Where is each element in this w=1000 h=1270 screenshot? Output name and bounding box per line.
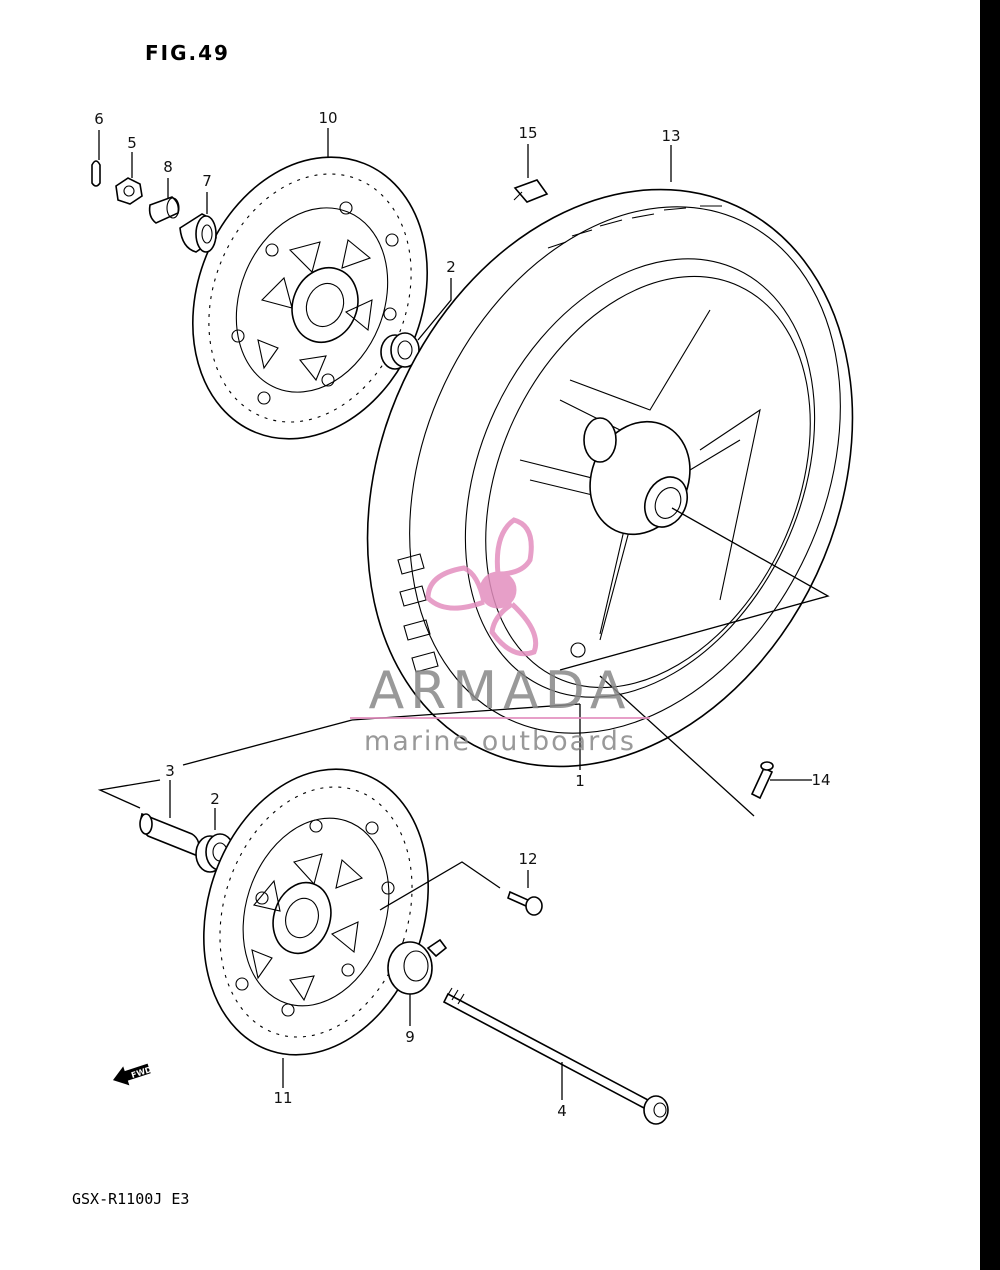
cotter-pin-6 [91, 160, 101, 187]
callout-labels: 1 2 2 3 4 5 6 7 8 9 10 11 12 13 14 15 [94, 109, 830, 1120]
callout-2-lower: 2 [210, 790, 220, 808]
callout-6: 6 [94, 110, 104, 128]
callout-4: 4 [557, 1102, 567, 1120]
axle-4 [442, 987, 669, 1125]
callout-8: 8 [163, 158, 173, 176]
spacer-3 [139, 812, 200, 858]
callout-9: 9 [405, 1028, 415, 1046]
callout-5: 5 [127, 134, 137, 152]
callout-1: 1 [575, 772, 585, 790]
figure-title: FIG.49 [145, 41, 230, 65]
watermark: ARMADA marine outboards [350, 517, 650, 757]
callout-2-upper: 2 [446, 258, 456, 276]
callout-11: 11 [273, 1089, 292, 1107]
bolt-12 [507, 890, 543, 916]
valve-14 [750, 761, 774, 800]
fwd-arrow-icon: FWD [112, 1063, 153, 1086]
watermark-logo-icon [425, 517, 539, 657]
callout-10: 10 [318, 109, 337, 127]
callout-14: 14 [811, 771, 830, 789]
dust-seal-7 [179, 213, 217, 253]
nut-5 [115, 177, 143, 205]
bearing-2-upper [380, 332, 420, 370]
callout-12: 12 [518, 850, 537, 868]
collar-8 [148, 196, 180, 224]
brake-disc-lower [203, 768, 429, 1056]
model-code: GSX-R1100J E3 [72, 1190, 189, 1208]
leader-lines [97, 128, 830, 1100]
right-border-bar [980, 0, 1000, 1270]
callout-3: 3 [165, 762, 175, 780]
clamp-15 [513, 179, 549, 203]
callout-13: 13 [661, 127, 680, 145]
watermark-brand: ARMADA [369, 661, 632, 721]
callout-15: 15 [518, 124, 537, 142]
watermark-tagline: marine outboards [364, 726, 636, 757]
bearing-2-lower [195, 833, 235, 873]
callout-7: 7 [202, 172, 212, 190]
fwd-label: FWD [130, 1065, 153, 1080]
speedometer-gearbox-9 [387, 938, 448, 995]
